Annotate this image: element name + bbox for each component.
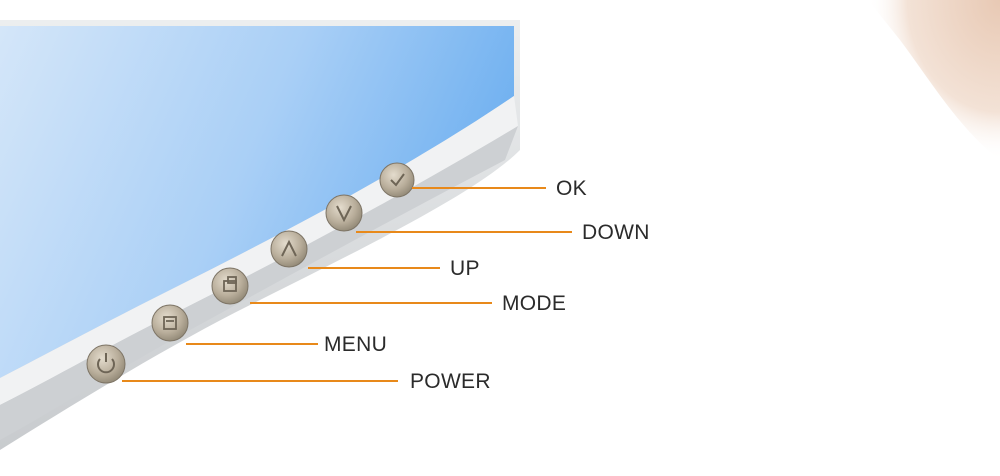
label-mode: MODE (502, 292, 567, 315)
label-down: DOWN (582, 221, 650, 244)
label-up: UP (450, 257, 480, 280)
label-menu: MENU (324, 333, 388, 356)
power-icon (97, 353, 115, 374)
label-power: POWER (410, 370, 491, 393)
mode-icon (223, 276, 237, 292)
label-ok: OK (556, 177, 587, 200)
ok-button[interactable] (379, 162, 415, 198)
menu-icon (163, 316, 177, 330)
monitor-screen (0, 26, 514, 378)
down-button[interactable] (325, 194, 363, 232)
power-button[interactable] (86, 344, 126, 384)
mode-button[interactable] (211, 267, 249, 305)
button-panel (0, 126, 518, 440)
menu-button[interactable] (151, 304, 189, 342)
bezel-edge (0, 96, 518, 405)
up-button[interactable] (270, 230, 308, 268)
ok-icon (390, 173, 405, 187)
down-icon (336, 205, 352, 223)
up-icon (281, 239, 297, 257)
hand (868, 0, 1000, 160)
